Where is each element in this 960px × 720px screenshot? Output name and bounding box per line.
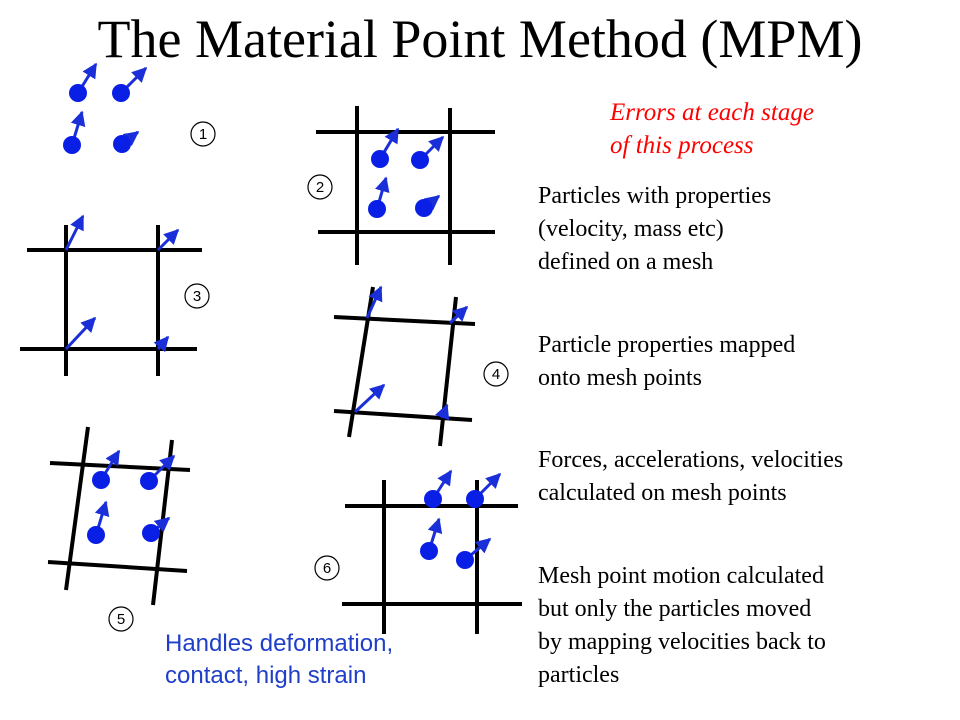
step-line: defined on a mesh	[538, 249, 714, 275]
particle	[92, 471, 110, 489]
stage-number-circle	[307, 174, 333, 200]
mesh-line	[64, 426, 90, 591]
stage-5-particles-moved: 5	[47, 426, 191, 632]
stage-1-particles: 1	[63, 62, 216, 154]
velocity-arrow	[153, 335, 170, 353]
step-line: (velocity, mass etc)	[538, 216, 724, 242]
stage-number-circle	[483, 361, 509, 387]
stage-number: 1	[199, 126, 207, 143]
stage-2-particles-on-mesh: 2	[307, 106, 495, 265]
particle	[411, 151, 429, 169]
particle	[424, 490, 442, 508]
stage-4-deformed-mesh: 4	[333, 285, 509, 447]
stage-number: 5	[117, 611, 125, 628]
stage-number: 6	[323, 560, 331, 577]
particle	[420, 542, 438, 560]
errors-note-line: of this process	[610, 132, 754, 159]
velocity-arrow	[365, 285, 383, 319]
particle	[63, 136, 81, 154]
particle	[112, 84, 130, 102]
step-description-2: Particle properties mapped onto mesh poi…	[538, 329, 958, 395]
particle	[140, 472, 158, 490]
stage-6-mesh-reset: 6	[314, 469, 522, 634]
stage-number-circle	[314, 555, 340, 581]
particle	[415, 199, 433, 217]
particle	[368, 200, 386, 218]
particle	[456, 551, 474, 569]
step-description-1: Particles with properties (velocity, mas…	[538, 180, 958, 279]
handles-note: Handles deformation, contact, high strai…	[165, 628, 393, 692]
step-line: calculated on mesh points	[538, 480, 787, 506]
particle	[371, 150, 389, 168]
velocity-arrow	[64, 214, 85, 251]
stage-number: 4	[492, 366, 500, 383]
stage-3-mapped-to-nodes: 3	[20, 214, 210, 376]
handles-note-line: Handles deformation,	[165, 630, 394, 657]
particle	[69, 84, 87, 102]
velocity-arrow	[156, 228, 180, 252]
particle	[87, 526, 105, 544]
stage-number-circle	[190, 121, 216, 147]
step-line: Mesh point motion calculated	[538, 563, 824, 589]
step-description-3: Forces, accelerations, velocities calcul…	[538, 444, 958, 510]
particle	[142, 524, 160, 542]
step-line: particles	[538, 662, 620, 688]
errors-note-line: Errors at each stage	[610, 99, 814, 126]
slide-title: The Material Point Method (MPM)	[97, 9, 863, 69]
step-line: Forces, accelerations, velocities	[538, 447, 844, 473]
stage-number-circle	[184, 283, 210, 309]
particle	[113, 135, 131, 153]
handles-note-line: contact, high strain	[165, 662, 367, 689]
velocity-arrow	[353, 383, 386, 414]
errors-note: Errors at each stage of this process	[610, 96, 814, 162]
velocity-arrow	[64, 316, 97, 351]
step-line: by mapping velocities back to	[538, 629, 826, 655]
stage-number-circle	[108, 606, 134, 632]
stage-number: 2	[316, 179, 324, 196]
particle	[466, 490, 484, 508]
velocity-arrow	[448, 305, 469, 325]
step-line: Particle properties mapped	[538, 332, 796, 358]
step-line: Particles with properties	[538, 183, 772, 209]
step-description-4: Mesh point motion calculated but only th…	[538, 560, 958, 692]
step-line: but only the particles moved	[538, 596, 812, 622]
velocity-arrow	[435, 403, 450, 421]
step-line: onto mesh points	[538, 365, 703, 391]
stage-number: 3	[193, 288, 201, 305]
